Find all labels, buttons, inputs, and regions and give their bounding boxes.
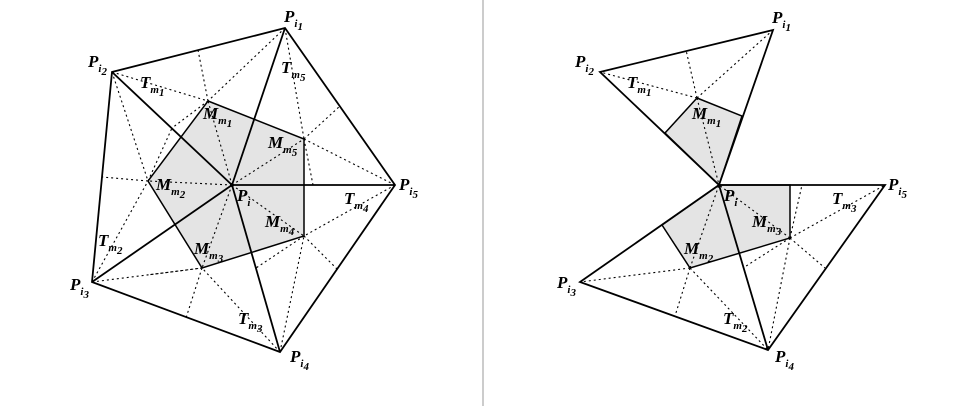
centroid-label: Mm3	[193, 239, 224, 265]
centroid-label: Mm2	[683, 239, 714, 265]
triangle-label: Tm2	[98, 231, 123, 257]
centroid-label: Mm2	[155, 175, 186, 201]
left-triangle-edges	[91, 26, 397, 354]
point-label: Pi3	[69, 275, 89, 301]
point-label: Pi4	[774, 347, 794, 373]
right-labels: Pi1 Pi2 Pi3 Pi4 Pi5 Pi Tm1 Tm2 Tm3 Mm1 M…	[556, 8, 907, 373]
point-label: Pi	[723, 186, 738, 209]
centroid-label: Mm5	[267, 133, 298, 159]
triangle-label: Tm3	[238, 309, 263, 335]
right-triangle-edges	[578, 28, 887, 352]
centroid-label: Mm1	[691, 104, 721, 130]
point-label: Pi4	[289, 347, 309, 373]
triangle-label: Tm5	[281, 58, 306, 84]
centroid-label: Mm3	[751, 212, 782, 238]
right-panel: Pi1 Pi2 Pi3 Pi4 Pi5 Pi Tm1 Tm2 Tm3 Mm1 M…	[556, 8, 907, 373]
right-dotted-lines	[579, 29, 886, 351]
triangle-label: Tm1	[627, 73, 651, 99]
point-label: Pi	[236, 186, 251, 209]
point-label: Pi5	[398, 175, 418, 201]
triangle-label: Tm2	[723, 309, 748, 335]
point-label: Pi3	[556, 273, 576, 299]
left-dotted-lines	[91, 27, 396, 353]
triangle-label: Tm1	[140, 73, 164, 99]
left-labels: Pi1 Pi2 Pi3 Pi4 Pi5 Pi Tm1 Tm2 Tm3 Tm4 T…	[69, 7, 418, 373]
centroid-label: Mm1	[202, 104, 232, 130]
point-label: Pi5	[887, 175, 907, 201]
left-panel: Pi1 Pi2 Pi3 Pi4 Pi5 Pi Tm1 Tm2 Tm3 Tm4 T…	[69, 7, 418, 373]
point-label: Pi2	[574, 52, 594, 78]
point-label: Pi1	[283, 7, 303, 33]
triangle-label: Tm4	[344, 189, 369, 215]
point-label: Pi1	[771, 8, 791, 34]
point-label: Pi2	[87, 52, 107, 78]
triangle-label: Tm3	[832, 189, 857, 215]
centroid-label: Mm4	[264, 212, 295, 238]
